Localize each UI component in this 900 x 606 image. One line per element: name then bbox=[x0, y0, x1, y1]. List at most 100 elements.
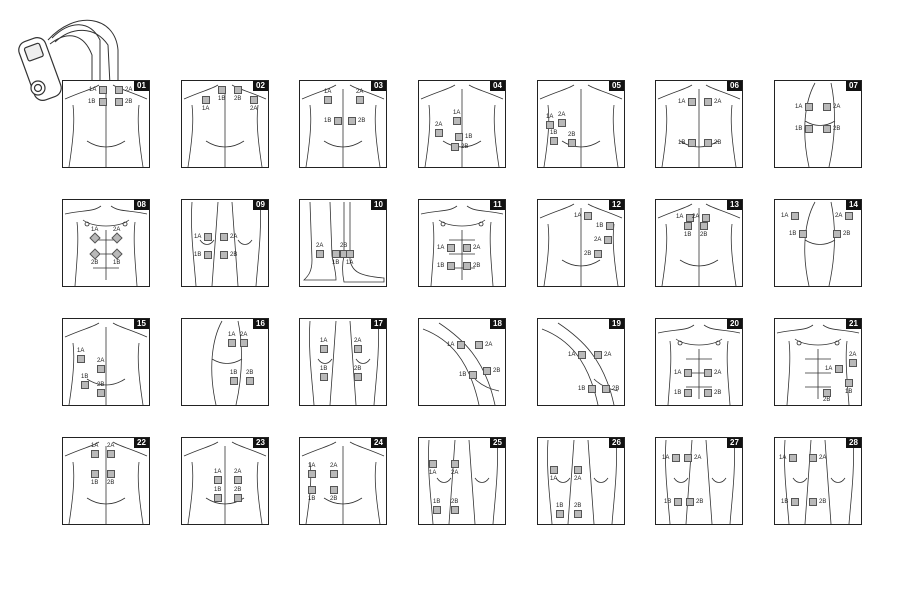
electrode-label: 2A bbox=[714, 99, 722, 105]
electrode-label: 1A bbox=[346, 260, 354, 266]
electrode-pad bbox=[250, 96, 258, 104]
electrode-pad bbox=[308, 470, 316, 478]
electrode-pad bbox=[702, 214, 710, 222]
electrode-label: 2A bbox=[330, 463, 338, 469]
electrode-pad bbox=[77, 355, 85, 363]
electrode-pad bbox=[700, 222, 708, 230]
electrode-pad bbox=[356, 96, 364, 104]
electrode-label: 2B bbox=[714, 140, 722, 146]
electrode-pad bbox=[324, 96, 332, 104]
electrode-pad bbox=[845, 379, 853, 387]
electrode-label: 1A bbox=[447, 342, 455, 348]
electrode-label: 2A bbox=[230, 234, 238, 240]
electrode-pad bbox=[469, 371, 477, 379]
electrode-label: 1B bbox=[578, 386, 586, 392]
electrode-pad bbox=[684, 222, 692, 230]
electrode-pad bbox=[463, 262, 471, 270]
panel-number-badge: 20 bbox=[727, 319, 742, 329]
electrode-label: 1B bbox=[684, 232, 692, 238]
electrode-label: 2B bbox=[97, 382, 105, 388]
electrode-pad bbox=[234, 86, 242, 94]
panel-number-badge: 15 bbox=[134, 319, 149, 329]
electrode-pad bbox=[429, 460, 437, 468]
tens-device-illustration bbox=[18, 19, 119, 101]
panel-number-badge: 06 bbox=[727, 81, 742, 91]
electrode-label: 1B bbox=[194, 252, 202, 258]
electrode-pad bbox=[594, 250, 602, 258]
electrode-label: 1A bbox=[781, 213, 789, 219]
electrode-label: 2B bbox=[230, 252, 238, 258]
electrode-pad bbox=[558, 119, 566, 127]
electrode-label: 2B bbox=[612, 386, 620, 392]
electrode-pad bbox=[234, 476, 242, 484]
electrode-label: 1A bbox=[674, 370, 682, 376]
electrode-pad bbox=[833, 230, 841, 238]
electrode-label: 2B bbox=[234, 96, 242, 102]
electrode-label: 1A bbox=[678, 99, 686, 105]
electrode-pad bbox=[674, 498, 682, 506]
electrode-pad bbox=[475, 341, 483, 349]
electrode-pad bbox=[684, 369, 692, 377]
electrode-pad bbox=[447, 262, 455, 270]
electrode-pad bbox=[823, 389, 831, 397]
electrode-label: 2B bbox=[234, 487, 242, 493]
electrode-label: 1A bbox=[320, 338, 328, 344]
electrode-label: 1B bbox=[845, 389, 853, 395]
electrode-label: 1B bbox=[465, 134, 473, 140]
panel-number-badge: 04 bbox=[490, 81, 505, 91]
electrode-pad bbox=[447, 244, 455, 252]
electrode-label: 2B bbox=[584, 251, 592, 257]
panel-number-badge: 14 bbox=[846, 200, 861, 210]
panel-number-badge: 26 bbox=[609, 438, 624, 448]
electrode-label: 2B bbox=[714, 390, 722, 396]
electrode-label: 1A bbox=[546, 114, 554, 120]
panel-number-badge: 27 bbox=[727, 438, 742, 448]
electrode-pad bbox=[334, 117, 342, 125]
electrode-pad bbox=[451, 460, 459, 468]
panel-number-badge: 28 bbox=[846, 438, 861, 448]
electrode-label: 1A bbox=[825, 366, 833, 372]
electrode-label: 2A bbox=[714, 370, 722, 376]
electrode-pad bbox=[604, 236, 612, 244]
electrode-pad bbox=[348, 117, 356, 125]
electrode-label: 1B bbox=[214, 487, 222, 493]
electrode-pad bbox=[546, 121, 554, 129]
electrode-label: 1A bbox=[324, 89, 332, 95]
electrode-label: 2B bbox=[91, 260, 99, 266]
electrode-pad bbox=[789, 454, 797, 462]
panel-number-badge: 21 bbox=[846, 319, 861, 329]
electrode-pad bbox=[845, 212, 853, 220]
electrode-pad bbox=[574, 510, 582, 518]
electrode-pad bbox=[214, 476, 222, 484]
electrode-label: 2A bbox=[316, 243, 324, 249]
panel-number-badge: 05 bbox=[609, 81, 624, 91]
electrode-pad bbox=[849, 359, 857, 367]
electrode-label: 2A bbox=[604, 352, 612, 358]
electrode-label: 2A bbox=[849, 352, 857, 358]
electrode-label: 2A bbox=[435, 122, 443, 128]
electrode-pad bbox=[97, 389, 105, 397]
electrode-label: 1A bbox=[795, 104, 803, 110]
electrode-pad bbox=[81, 381, 89, 389]
electrode-label: 1B bbox=[795, 126, 803, 132]
electrode-pad bbox=[451, 143, 459, 151]
electrode-pad bbox=[805, 103, 813, 111]
panel-number-badge: 17 bbox=[371, 319, 386, 329]
electrode-pad bbox=[594, 351, 602, 359]
electrode-pad bbox=[330, 470, 338, 478]
electrode-label: 1B bbox=[781, 499, 789, 505]
electrode-label: 1A bbox=[91, 443, 99, 449]
electrode-pad bbox=[483, 367, 491, 375]
electrode-label: 2B bbox=[473, 263, 481, 269]
electrode-label: 1B bbox=[230, 370, 238, 376]
electrode-label: 1A bbox=[308, 463, 316, 469]
